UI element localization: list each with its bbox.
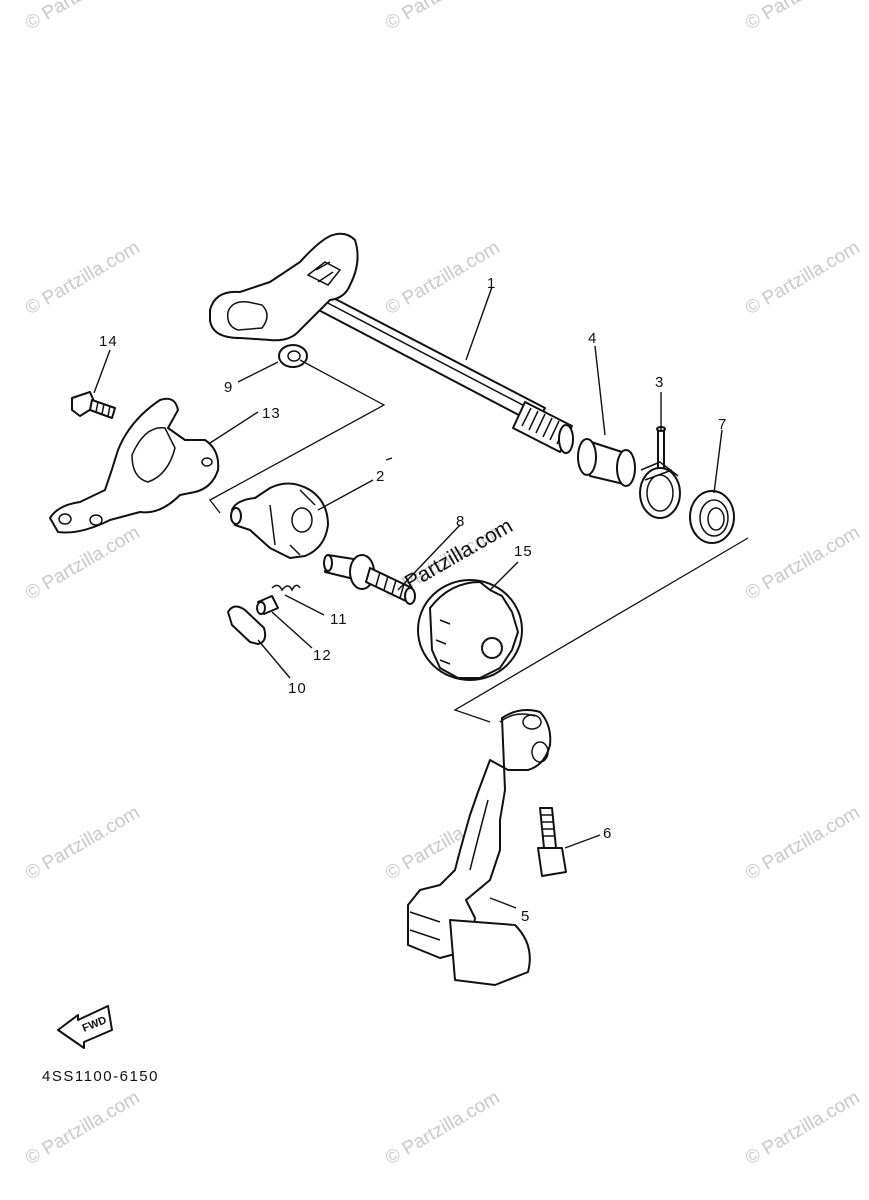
watermark: © Partzilla.com (382, 0, 503, 34)
part-10-plate (227, 605, 267, 645)
watermark: © Partzilla.com (22, 522, 143, 604)
center-lines (209, 359, 749, 723)
callout-1: 1 (487, 275, 496, 292)
part-14-bolt (71, 391, 116, 419)
callout-9: 9 (224, 379, 233, 396)
fwd-arrow-icon: FWD (57, 1005, 113, 1049)
callout-2: 2 (376, 468, 385, 485)
callout-4: 4 (588, 330, 597, 347)
callout-11: 11 (330, 611, 348, 628)
callout-14: 14 (99, 333, 118, 350)
diagram-code: 4SS1100-6150 (42, 1068, 159, 1085)
callout-6: 6 (603, 825, 612, 842)
part-2-shift-segment (230, 482, 329, 559)
callout-7: 7 (718, 416, 727, 433)
part-7-seal (689, 490, 735, 544)
part-6-bolt (537, 807, 567, 877)
part-9-washer (278, 344, 308, 368)
part-4-collar (577, 438, 636, 487)
part-11-spring (271, 584, 301, 592)
watermark: © Partzilla.com (22, 0, 143, 34)
watermark: © Partzilla.com (22, 237, 143, 319)
callout-labels: 1 2 3 4 5 6 7 8 9 10 11 12 13 14 15 (99, 275, 727, 925)
part-1-shift-shaft (209, 232, 574, 454)
watermark: © Partzilla.com (382, 1087, 503, 1169)
callout-3: 3 (655, 374, 664, 391)
watermark: © Partzilla.com (742, 237, 863, 319)
watermark: © Partzilla.com (22, 1087, 143, 1169)
watermark-layer: © Partzilla.com © Partzilla.com © Partzi… (22, 0, 863, 1169)
part-12-pin (256, 595, 279, 615)
callout-15: 15 (514, 543, 533, 560)
callout-12: 12 (313, 647, 332, 664)
leader-lines (93, 286, 723, 909)
callout-13: 13 (262, 405, 281, 422)
callout-8: 8 (456, 513, 465, 530)
callout-5: 5 (521, 908, 530, 925)
part-5-shift-pedal (407, 709, 552, 986)
watermark: © Partzilla.com (742, 1087, 863, 1169)
part-8-bolt (323, 554, 416, 605)
watermark: © Partzilla.com (742, 0, 863, 34)
watermark: © Partzilla.com (742, 522, 863, 604)
watermark: © Partzilla.com (22, 802, 143, 884)
part-15-shift-drum (417, 579, 523, 681)
part-3-spring (639, 426, 681, 519)
part-13-stopper-plate (49, 397, 220, 534)
callout-10: 10 (288, 680, 307, 697)
watermark: © Partzilla.com (742, 802, 863, 884)
